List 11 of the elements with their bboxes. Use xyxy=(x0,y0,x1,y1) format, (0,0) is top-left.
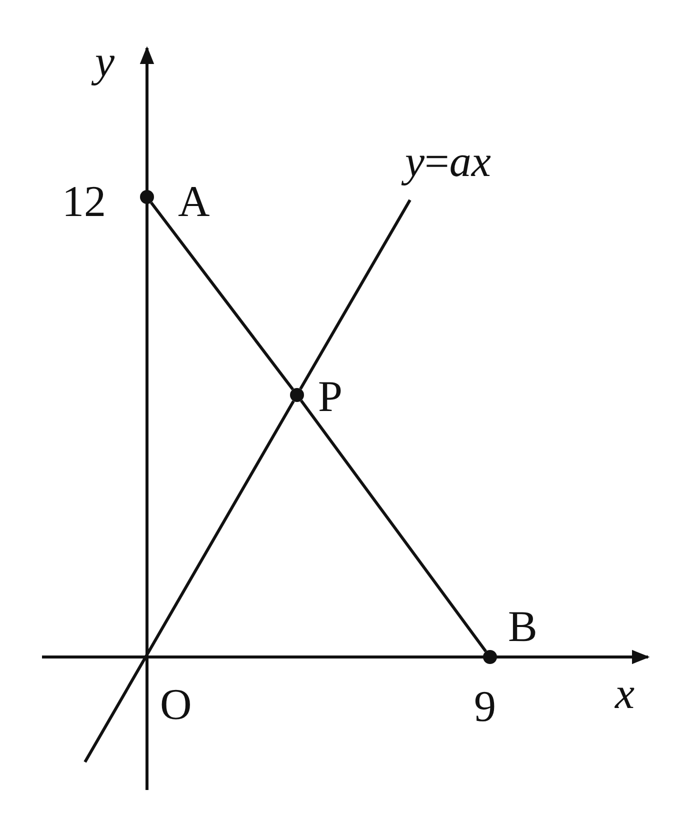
axis-label: x xyxy=(615,672,635,716)
line xyxy=(150,202,294,390)
tick-label: 12 xyxy=(62,180,106,224)
labeled-point: A xyxy=(139,178,211,224)
line xyxy=(300,400,487,652)
origin-label: O xyxy=(160,683,192,727)
labeled-point: P xyxy=(289,375,349,421)
labeled-point: B xyxy=(482,605,540,665)
tick-label: 9 xyxy=(474,685,496,729)
line xyxy=(299,199,412,390)
line xyxy=(84,400,295,763)
